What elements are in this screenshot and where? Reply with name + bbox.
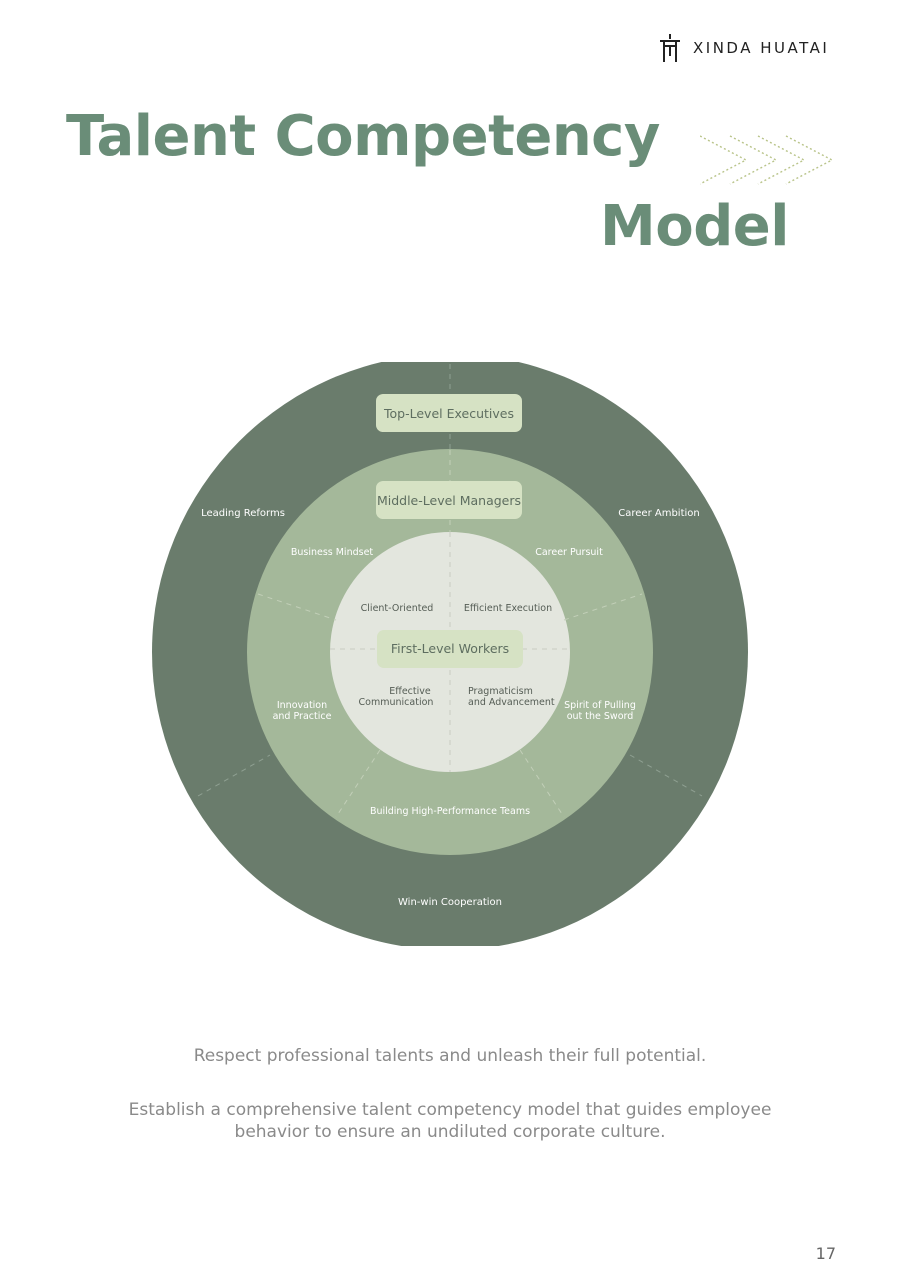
label-pragmatism-1: Pragmaticism <box>468 686 533 697</box>
page-number: 17 <box>815 1244 836 1263</box>
label-spirit-2: out the Sword <box>567 711 634 722</box>
divider-upper-left-middle <box>257 593 337 621</box>
chevron-arrows-icon <box>700 135 834 185</box>
label-effective-1: Effective <box>389 686 431 697</box>
first-level-label: First-Level Workers <box>391 641 509 656</box>
label-innovation-2: and Practice <box>273 711 332 722</box>
label-spirit-1: Spirit of Pulling <box>564 700 636 711</box>
label-building-teams: Building High-Performance Teams <box>370 806 530 817</box>
top-level-label: Top-Level Executives <box>383 406 514 421</box>
label-business-mindset: Business Mindset <box>291 547 374 558</box>
competency-diagram: Top-Level Executives Middle-Level Manage… <box>152 362 748 946</box>
label-career-pursuit: Career Pursuit <box>535 547 603 558</box>
brand-name: XINDA HUATAI <box>693 39 830 57</box>
caption-line1: Respect professional talents and unleash… <box>193 1046 707 1066</box>
page-title-line2: Model <box>600 194 789 259</box>
label-innovation-1: Innovation <box>277 700 327 711</box>
divider-lower-right-outer <box>629 754 703 797</box>
middle-level-box <box>376 481 522 519</box>
label-win-win: Win-win Cooperation <box>398 897 502 908</box>
label-pragmatism-2: and Advancement <box>468 697 555 708</box>
label-efficient-execution: Efficient Execution <box>464 603 552 614</box>
top-level-box <box>376 394 522 432</box>
divider-lower-left-outer <box>197 754 271 797</box>
first-level-box <box>377 630 523 668</box>
divider-lower-right-middle <box>519 749 565 818</box>
divider-lower-left-middle <box>335 749 381 818</box>
label-client-oriented: Client-Oriented <box>361 603 434 614</box>
hanger-logo-icon <box>660 34 680 62</box>
page-title-line1: Talent Competency <box>66 104 660 169</box>
label-effective-2: Communication <box>359 697 434 708</box>
label-leading-reforms: Leading Reforms <box>201 508 285 519</box>
divider-upper-right-middle <box>563 593 643 621</box>
caption-line2: Establish a comprehensive talent compete… <box>128 1100 772 1142</box>
label-career-ambition: Career Ambition <box>618 508 699 519</box>
brand-logo: XINDA HUATAI <box>657 32 829 64</box>
middle-level-label: Middle-Level Managers <box>377 493 521 508</box>
